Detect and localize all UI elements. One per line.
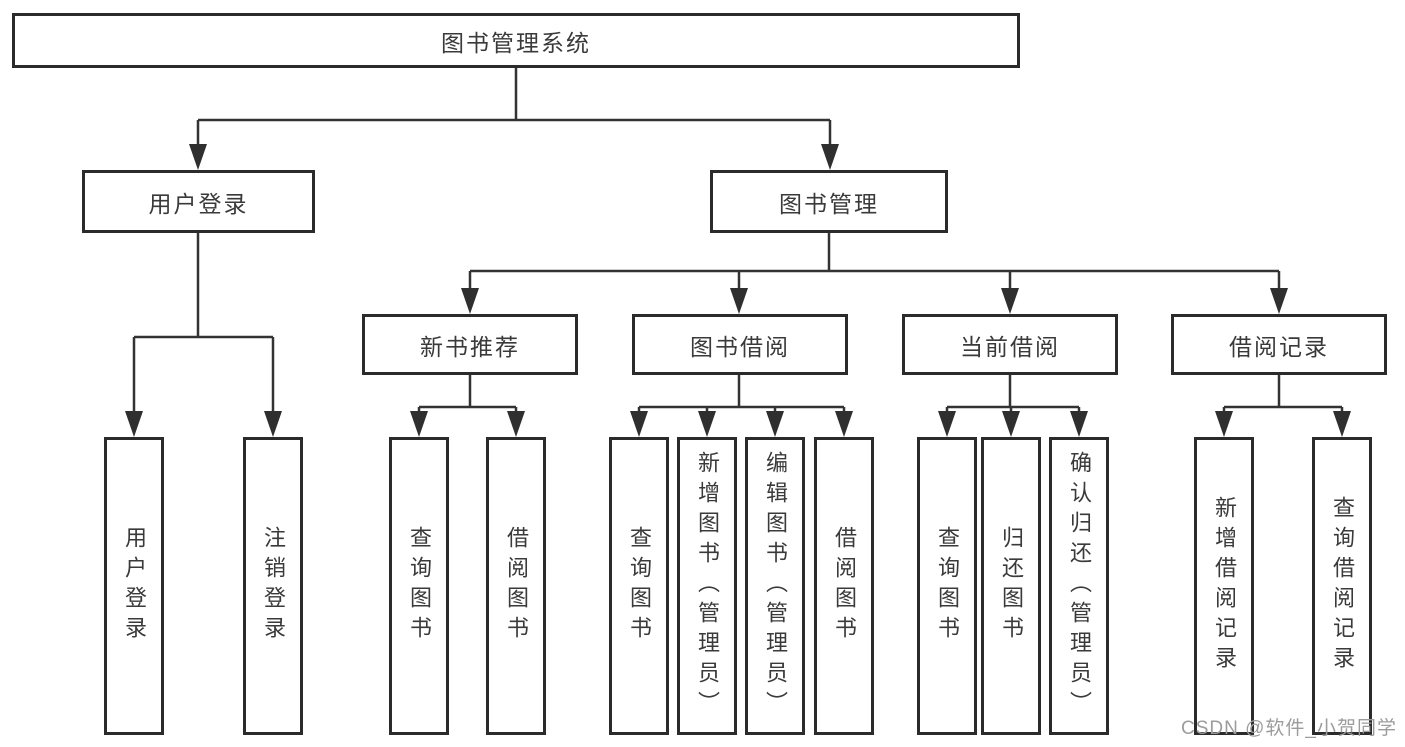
node-current-borrowing-label: 当前借阅: [960, 333, 1060, 360]
node-book-management-label: 图书管理: [779, 190, 879, 217]
arrow-icon: [461, 288, 479, 314]
leaf-confirm-return-admin: 确认归还（管理员）: [1049, 437, 1109, 735]
connector-borrowing-records-to-leaves: [1222, 375, 1344, 413]
node-book-borrowing-label: 图书借阅: [690, 333, 790, 360]
connector-user-login-to-leaves: [132, 233, 275, 413]
arrow-icon: [821, 144, 839, 170]
arrow-icon: [1270, 288, 1288, 314]
leaf-return-books-label: 归还图书: [999, 526, 1024, 646]
leaf-confirm-return-admin-label: 确认归还（管理员）: [1067, 451, 1092, 721]
leaf-add-borrow-record: 新增借阅记录: [1194, 437, 1254, 735]
arrow-icon: [507, 411, 525, 437]
leaf-edit-books-admin-label: 编辑图书（管理员）: [763, 451, 788, 721]
arrow-icon: [730, 288, 748, 314]
connector-new-book-recommendation-to-leaves: [417, 375, 518, 413]
arrow-icon: [1002, 411, 1020, 437]
arrow-icon: [835, 411, 853, 437]
connector-book-management-to-level3: [468, 233, 1281, 290]
leaf-query-books-borrowing: 查询图书: [609, 437, 669, 735]
arrow-icon: [264, 411, 282, 437]
node-new-book-recommendation-label: 新书推荐: [420, 333, 520, 360]
leaf-edit-books-admin: 编辑图书（管理员）: [745, 437, 805, 735]
leaf-query-books-borrowing-label: 查询图书: [627, 526, 652, 646]
node-user-login: 用户登录: [82, 170, 315, 233]
leaf-borrow-books-recommend-label: 借阅图书: [504, 526, 529, 646]
arrow-icon: [1215, 411, 1233, 437]
node-root: 图书管理系统: [12, 13, 1020, 68]
connector-book-borrowing-to-leaves: [637, 375, 846, 413]
leaf-user-login: 用户登录: [104, 437, 164, 735]
leaf-return-books: 归还图书: [981, 437, 1041, 735]
node-current-borrowing: 当前借阅: [902, 314, 1118, 375]
watermark: CSDN @软件_小贺同学: [1181, 718, 1397, 739]
arrow-icon: [189, 144, 207, 170]
node-root-label: 图书管理系统: [441, 29, 591, 56]
node-book-management: 图书管理: [710, 170, 948, 233]
node-borrowing-records-label: 借阅记录: [1229, 333, 1329, 360]
node-borrowing-records: 借阅记录: [1171, 314, 1387, 375]
arrow-icon: [410, 411, 428, 437]
arrow-icon: [630, 411, 648, 437]
leaf-query-borrow-record: 查询借阅记录: [1312, 437, 1372, 735]
arrow-icon: [766, 411, 784, 437]
leaf-logout-label: 注销登录: [261, 526, 286, 646]
arrow-icon: [698, 411, 716, 437]
arrow-icon: [1070, 411, 1088, 437]
leaf-logout: 注销登录: [243, 437, 303, 735]
connector-current-borrowing-to-leaves: [945, 375, 1081, 413]
leaf-add-books-admin-label: 新增图书（管理员）: [695, 451, 720, 721]
node-user-login-label: 用户登录: [148, 190, 249, 217]
arrow-icon: [1001, 288, 1019, 314]
leaf-borrow-books-recommend: 借阅图书: [486, 437, 546, 735]
connector-root-to-level2: [196, 68, 832, 146]
leaf-borrow-books-borrowing: 借阅图书: [814, 437, 874, 735]
leaf-add-borrow-record-label: 新增借阅记录: [1212, 496, 1237, 676]
node-book-borrowing: 图书借阅: [632, 314, 848, 375]
leaf-user-login-label: 用户登录: [122, 526, 147, 646]
leaf-query-books-current: 查询图书: [917, 437, 977, 735]
arrow-icon: [938, 411, 956, 437]
leaf-query-books-recommend: 查询图书: [389, 437, 449, 735]
leaf-borrow-books-borrowing-label: 借阅图书: [832, 526, 857, 646]
node-new-book-recommendation: 新书推荐: [362, 314, 578, 375]
leaf-query-books-current-label: 查询图书: [935, 526, 960, 646]
leaf-add-books-admin: 新增图书（管理员）: [677, 437, 737, 735]
leaf-query-books-recommend-label: 查询图书: [407, 526, 432, 646]
arrowheads: [125, 144, 1351, 437]
leaf-query-borrow-record-label: 查询借阅记录: [1330, 496, 1355, 676]
arrow-icon: [1333, 411, 1351, 437]
arrow-icon: [125, 411, 143, 437]
